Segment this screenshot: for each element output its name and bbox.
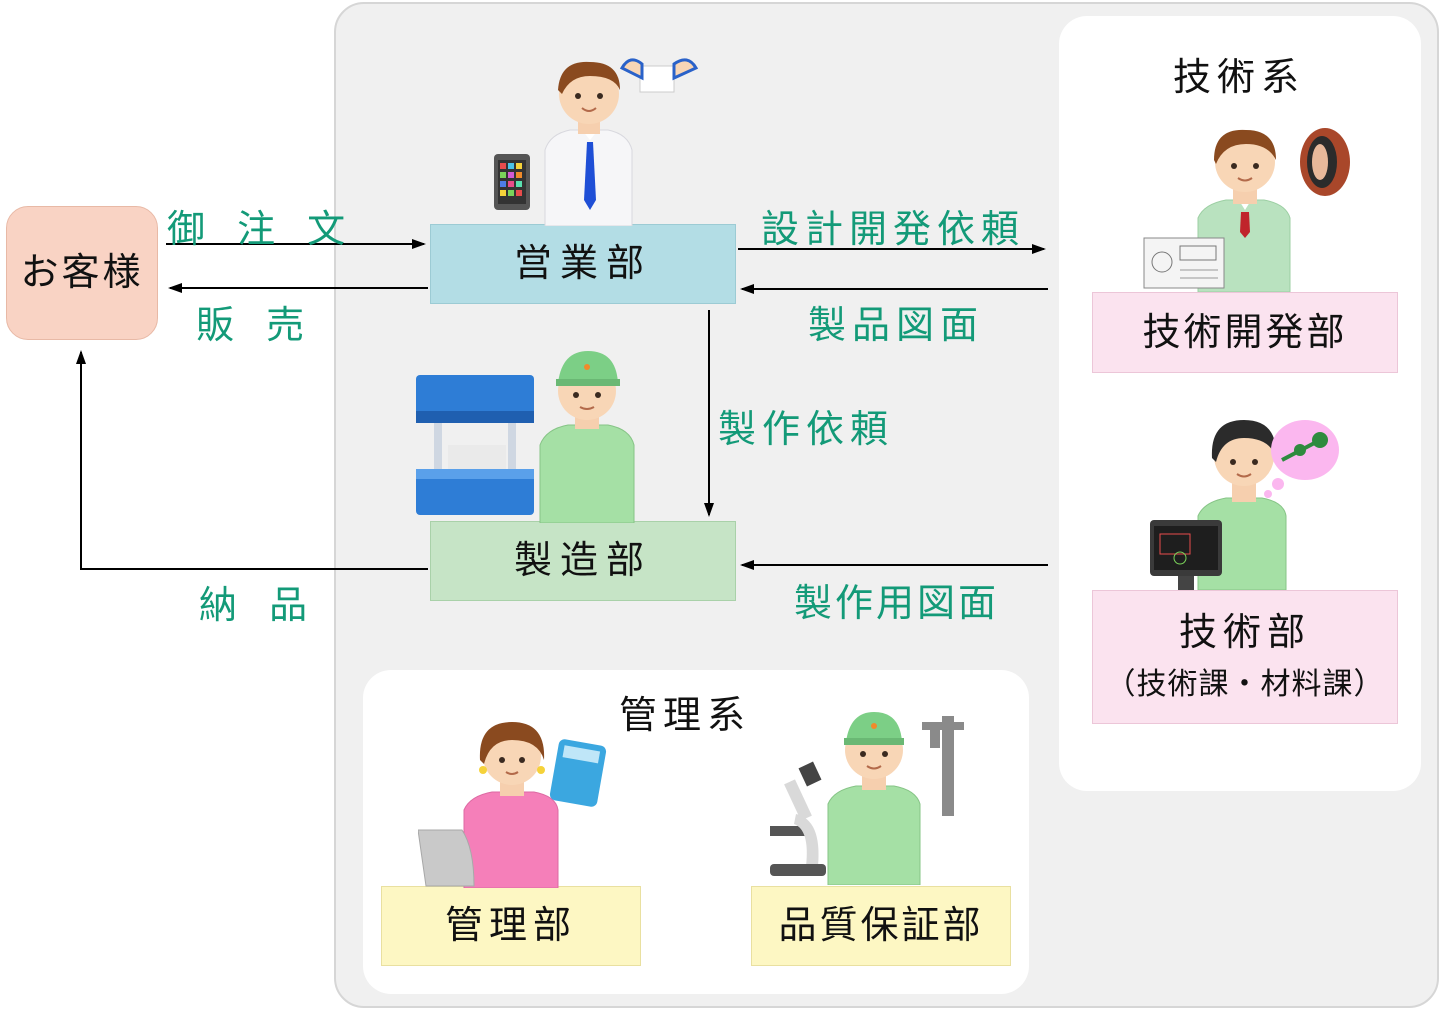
engineering-box: 技術部 （技術課・材料課） <box>1092 590 1398 724</box>
sales-label: 営業部 <box>513 241 652 286</box>
quality-staff-illustration <box>770 712 964 885</box>
flow-label-design-request: 設計開発依頼 <box>761 207 1026 251</box>
manufacturing-label: 製造部 <box>513 538 652 583</box>
manufacturing-box: 製造部 <box>430 521 736 601</box>
salesperson-illustration <box>494 58 699 226</box>
flow-label-production-drawing: 製作用図面 <box>794 581 1000 625</box>
customer-box: お客様 <box>6 206 158 340</box>
flow-label-delivery: 納 品 <box>199 583 318 627</box>
quality-box: 品質保証部 <box>751 886 1011 966</box>
manufacturing-illustration <box>416 351 635 523</box>
technical-group-title: 技術系 <box>1173 55 1306 99</box>
engineering-staff-illustration <box>1150 420 1339 590</box>
quality-label: 品質保証部 <box>778 903 984 948</box>
sales-box: 営業部 <box>430 224 736 304</box>
flow-label-product-drawing: 製品図面 <box>808 303 985 347</box>
admin-group-title: 管理系 <box>619 693 752 737</box>
customer-label: お客様 <box>20 250 144 295</box>
engineering-sublabel: （技術課・材料課） <box>1105 666 1385 702</box>
rnd-engineer-illustration <box>1143 128 1350 292</box>
delivery-arrow <box>76 350 428 570</box>
engineering-label: 技術部 <box>1178 610 1311 655</box>
flow-label-production-request: 製作依頼 <box>718 407 895 451</box>
management-label: 管理部 <box>444 903 577 948</box>
flow-label-order: 御 注 文 <box>167 207 356 251</box>
flow-label-sales: 販 売 <box>196 303 315 347</box>
rnd-box: 技術開発部 <box>1092 292 1398 373</box>
rnd-label: 技術開発部 <box>1142 309 1348 354</box>
management-staff-illustration <box>418 722 607 888</box>
management-box: 管理部 <box>381 886 641 966</box>
